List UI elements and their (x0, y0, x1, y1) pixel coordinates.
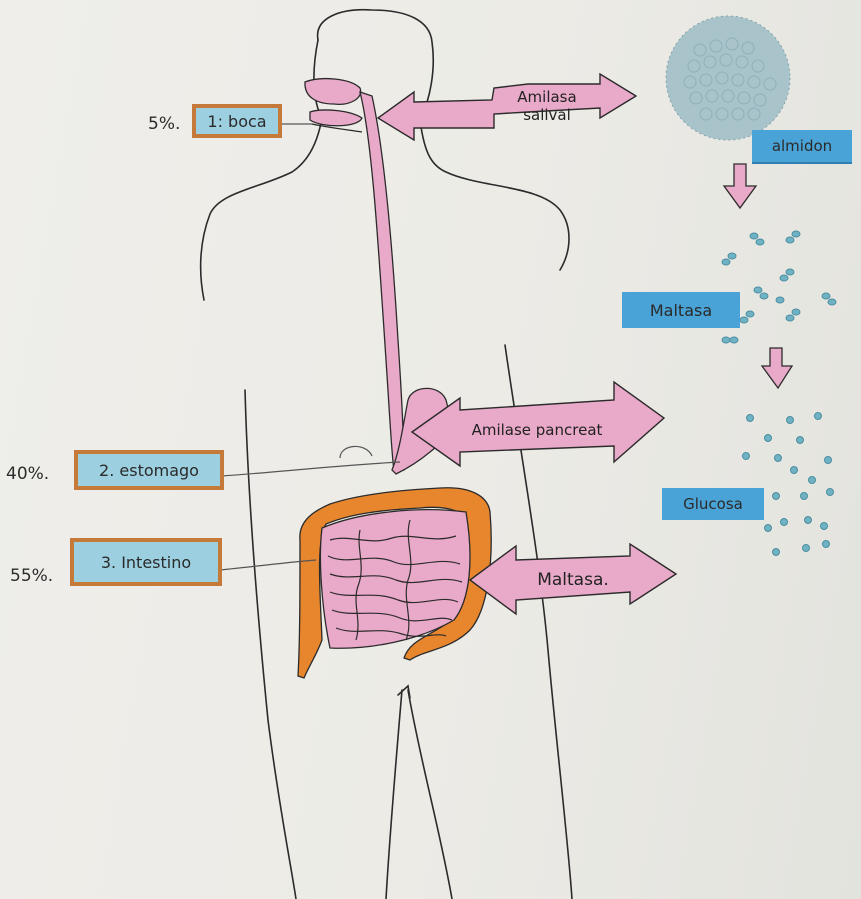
body-outline (201, 10, 572, 899)
starch-granule (666, 16, 790, 140)
label-boca: 1: boca (192, 104, 282, 138)
label-intestino: 3. Intestino (70, 538, 222, 586)
esophagus (360, 92, 404, 470)
percent-estomago: 40%. (6, 464, 49, 484)
glucose-molecules (743, 413, 834, 556)
mouth-cavity (305, 79, 361, 105)
percent-boca: 5%. (148, 114, 180, 134)
label-maltasa: Maltasa (622, 292, 740, 328)
down-arrow-2 (762, 348, 792, 388)
label-estomago: 2. estomago (74, 450, 224, 490)
enzyme-amilasa-salival: Amilasa salival (494, 84, 600, 128)
label-glucosa: Glucosa (662, 488, 764, 520)
tongue (310, 110, 362, 126)
down-arrow-1 (724, 164, 756, 208)
enzyme-amilase-pancreat: Amilase pancreat (462, 408, 612, 452)
label-almidon: almidon (752, 130, 852, 164)
percent-intestino: 55%. (10, 566, 53, 586)
enzyme-maltasa: Maltasa. (516, 560, 630, 600)
